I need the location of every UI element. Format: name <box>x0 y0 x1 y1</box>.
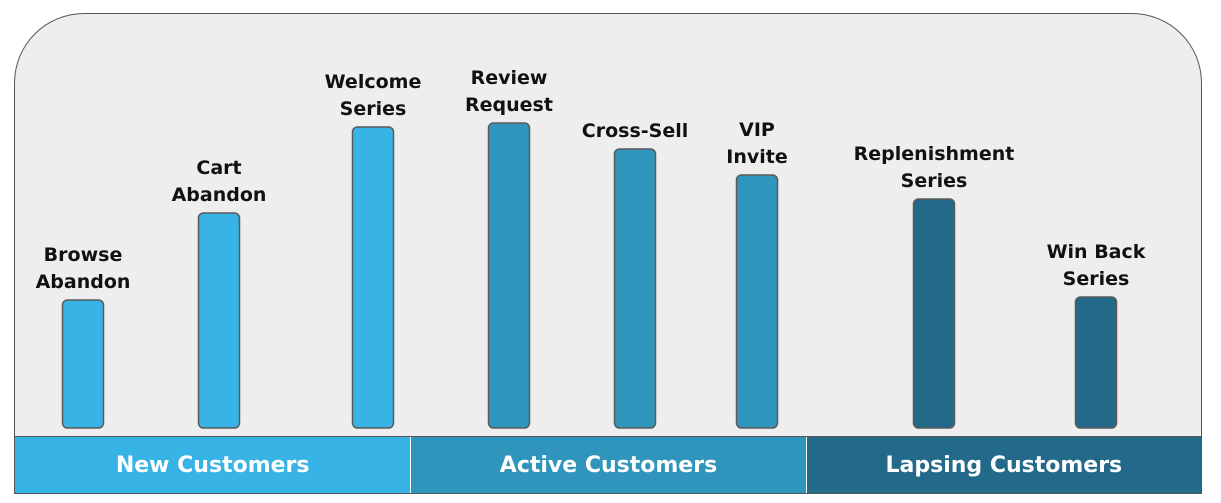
bar-label-line: Replenishment <box>854 143 1015 165</box>
bar-vip-invite <box>735 174 779 429</box>
bar-label-line: Welcome <box>325 71 422 93</box>
bar-label-line: Browse <box>44 244 123 266</box>
bar-label-line: Series <box>340 98 407 120</box>
bar-win-back-series <box>1074 296 1118 429</box>
bar-label-line: Abandon <box>36 271 131 293</box>
bar-label-line: Cart <box>196 157 241 179</box>
bar-label-line: Series <box>1063 268 1130 290</box>
bar-label-line: Invite <box>726 146 787 168</box>
segment-new-customers: New Customers <box>15 437 411 493</box>
bar-cart-abandon <box>197 212 241 429</box>
bar-label-line: VIP <box>739 119 775 141</box>
segment-label-active-customers: Active Customers <box>499 452 718 478</box>
bar-label-line: Cross-Sell <box>582 120 688 142</box>
bar-review-request <box>487 122 531 429</box>
segment-lapsing-customers: Lapsing Customers <box>805 437 1201 493</box>
bar-label-line: Win Back <box>1047 241 1146 263</box>
bar-replenishment-series <box>912 198 956 429</box>
bar-label-line: Review <box>471 67 548 89</box>
bar-cross-sell <box>613 148 657 429</box>
bar-label-line: Abandon <box>172 184 267 206</box>
segment-active-customers: Active Customers <box>410 437 806 493</box>
customer-segment-bar: New Customers Active Customers Lapsing C… <box>14 436 1202 494</box>
bar-label-cross-sell: Cross-Sell <box>582 120 688 142</box>
segment-label-lapsing-customers: Lapsing Customers <box>885 452 1123 478</box>
segment-label-new-customers: New Customers <box>115 452 310 478</box>
bar-welcome-series <box>351 126 395 429</box>
bar-label-vip-invite: VIP Invite <box>726 119 787 168</box>
bar-browse-abandon <box>61 299 105 429</box>
bar-label-line: Series <box>901 170 968 192</box>
bar-label-line: Request <box>465 94 553 116</box>
